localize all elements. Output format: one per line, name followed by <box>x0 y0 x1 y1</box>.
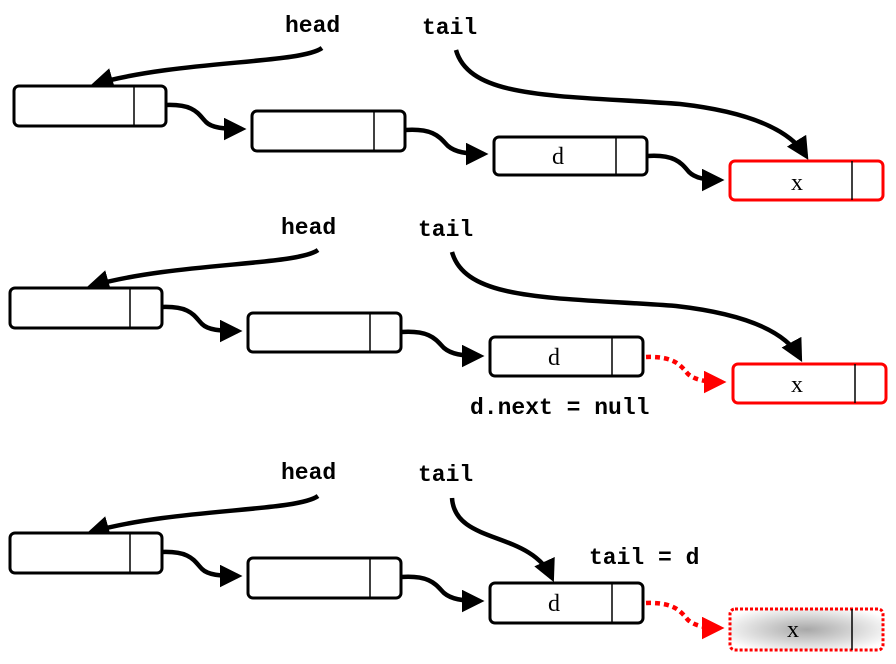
panel-2: head tail d x d.next = null <box>8 215 888 421</box>
tail-label: tail <box>422 15 477 41</box>
next-link-arrow <box>165 102 247 141</box>
node-value: x <box>787 617 799 643</box>
list-node-2 <box>246 311 403 354</box>
next-link-arrow <box>161 549 243 588</box>
removed-link-arrow <box>645 354 727 394</box>
node-value: d <box>548 345 560 371</box>
head-pointer-arrow <box>86 494 320 538</box>
next-link-arrow <box>400 329 485 368</box>
list-node-1 <box>12 84 168 128</box>
next-link-arrow <box>161 304 243 343</box>
list-node-2 <box>246 556 403 600</box>
list-node-x: x <box>728 159 885 202</box>
head-pointer-arrow <box>90 46 324 90</box>
tail-label: tail <box>418 462 473 488</box>
node-value: d <box>552 144 564 170</box>
list-node-1 <box>8 531 164 575</box>
node-value: x <box>791 170 803 196</box>
head-label: head <box>281 460 336 486</box>
tail-label: tail <box>418 217 473 243</box>
operation-caption: d.next = null <box>470 395 649 421</box>
next-link-arrow <box>400 574 485 613</box>
head-pointer-arrow <box>86 248 320 292</box>
tail-pointer-arrow <box>453 49 809 160</box>
head-label: head <box>285 13 340 39</box>
panel-3: head tail tail = d d x <box>8 460 885 652</box>
node-value: x <box>791 372 803 398</box>
list-node-d: d <box>488 335 645 378</box>
next-link-arrow <box>404 127 489 166</box>
tail-pointer-arrow <box>449 497 555 583</box>
list-node-d: d <box>492 135 649 177</box>
panel-1: head tail d x <box>12 13 885 202</box>
operation-caption: tail = d <box>589 545 699 571</box>
tail-pointer-arrow <box>449 251 803 362</box>
list-node-d: d <box>488 581 645 625</box>
list-node-x-deleted: x <box>728 607 885 652</box>
list-node-1 <box>8 286 164 330</box>
removed-link-arrow <box>645 600 725 640</box>
next-link-arrow <box>646 153 725 192</box>
head-label: head <box>281 215 336 241</box>
node-value: d <box>548 591 560 617</box>
list-node-x: x <box>731 362 888 405</box>
list-node-2 <box>250 109 407 153</box>
